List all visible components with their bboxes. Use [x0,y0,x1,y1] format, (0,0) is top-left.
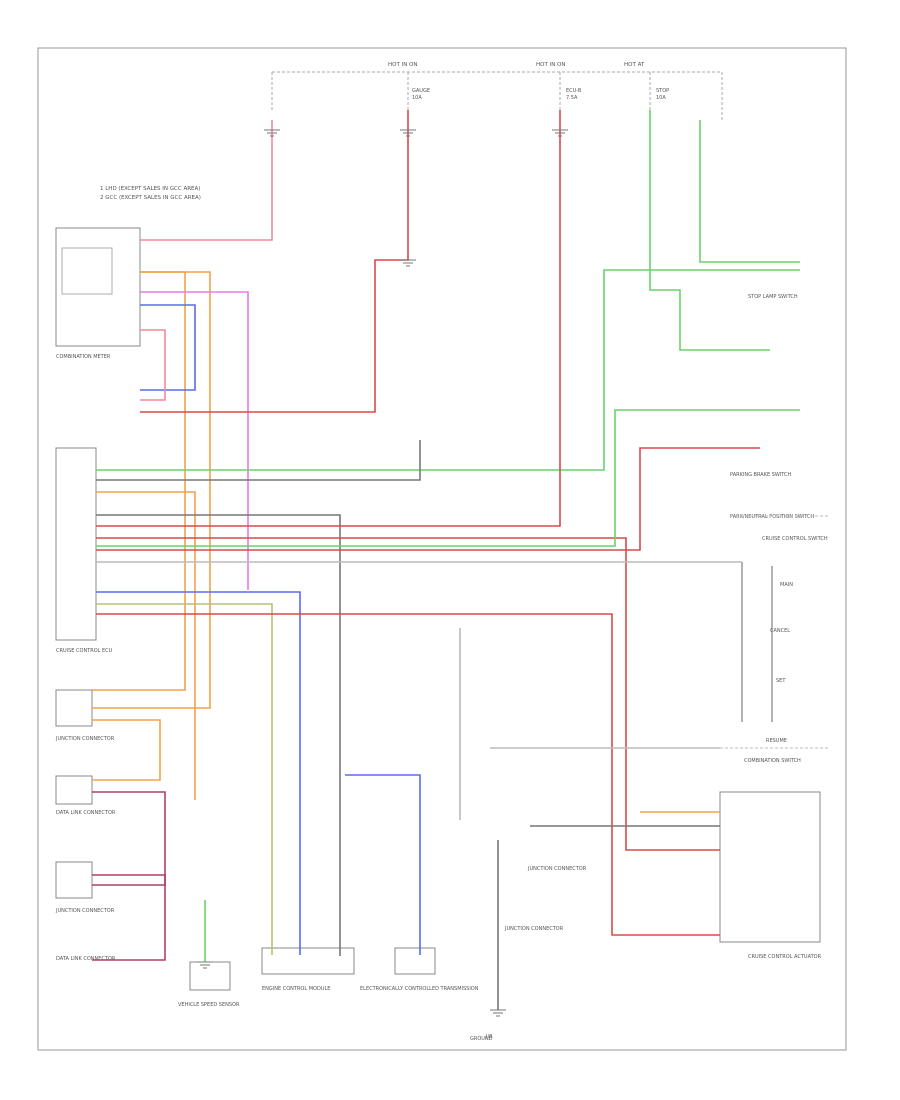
wire-red-11 [96,110,561,527]
junction-3-label: JUNCTION CONNECTOR [55,908,115,914]
wire-red-14 [96,447,760,551]
wire-pink-5 [140,329,166,401]
junction-4-label: JUNCTION CONNECTOR [527,866,587,872]
combination-switch-label: COMBINATION SWITCH [744,758,801,764]
wire-green-13 [96,409,800,547]
cruise-ecu-box [55,447,97,641]
actuator-box [719,791,821,943]
ground-right-label: J/B [485,1034,493,1040]
bus-label-1: HOT IN ON [388,62,418,68]
note-1: 1 LHD (EXCEPT SALES IN GCC AREA) [100,186,200,192]
fuse-rating-3: 10A [656,95,666,101]
fuse-label-3: STOP [656,88,669,94]
junction-1-label: JUNCTION CONNECTOR [55,736,115,742]
vehicle-speed-box [189,961,231,991]
bus-label-2: HOT IN ON [536,62,566,68]
wire-blue-23 [345,774,421,955]
meter-indicator-box [61,247,113,295]
vehicle-speed-label: VEHICLE SPEED SENSOR [178,1002,240,1008]
shift-lock-label: STOP LAMP SWITCH [748,294,798,300]
diagram-frame [37,47,847,1051]
wire-group [92,110,800,1010]
wire-orange-1 [92,271,211,709]
wire-orange-9 [96,491,196,800]
park-neutral-label: PARK/NEUTRAL POSITION SWITCH [730,514,814,520]
combination-meter-label: COMBINATION METER [56,354,111,360]
junction-3-box [55,861,93,899]
engine-ecu-label: ENGINE CONTROL MODULE [262,986,330,992]
wire-orange-2 [92,271,186,691]
wire-green-24 [649,110,770,351]
data-link-label: DATA LINK CONNECTOR [56,810,116,816]
fuse-rating-1: 10A [412,95,422,101]
wire-pink-0 [140,120,273,241]
actuator-label: CRUISE CONTROL ACTUATOR [748,954,822,960]
combination-meter-box [55,227,141,347]
wire-gray-8 [96,440,421,481]
main-switch-label: MAIN [780,582,793,588]
data-link-2-label: DATA LINK CONNECTOR [56,956,116,962]
wire-red-12 [96,537,720,851]
wire-green-7 [96,269,800,471]
fuse-label-1: GAUGE [412,88,430,94]
wire-violet-3 [140,291,249,590]
ground-icon [400,129,416,137]
parking-brake-label: PARKING BRAKE SWITCH [730,472,792,478]
wire-red-6 [140,110,409,413]
wire-green-25 [699,120,800,263]
engine-ecu-box [261,947,355,975]
cruise-switch-label: CRUISE CONTROL SWITCH [762,536,828,542]
cancel-switch-label: CANCEL [770,628,790,634]
fuse-rating-2: 7.5A [566,95,578,101]
transmission-box [394,947,436,975]
junction-1-box [55,689,93,727]
set-switch-label: SET [776,678,786,684]
ground-icon [264,129,280,137]
junction-5-label: JUNCTION CONNECTOR [504,926,564,932]
fuse-label-2: ECU-B [566,88,582,94]
cruise-ecu-label: CRUISE CONTROL ECU [56,648,113,654]
wire-maroon-21 [92,874,166,961]
transmission-label: ELECTRONICALLY CONTROLLED TRANSMISSION [360,986,479,992]
wire-red-18 [96,613,720,936]
ground-icon [490,1009,506,1017]
note-2: 2 GCC (EXCEPT SALES IN GCC AREA) [100,195,201,201]
wire-gray-10 [96,514,341,956]
ground-point-label: GROUND [470,1036,493,1042]
ground-group [197,129,568,1017]
bus-label-3: HOT AT [624,62,645,68]
ground-icon [197,961,213,969]
wire-maroon-20 [92,791,166,886]
ground-icon [552,129,568,137]
resume-label: RESUME [766,738,787,744]
ground-icon [400,259,416,267]
data-link-box [55,775,93,805]
wire-orange-19 [92,719,161,781]
wire-blue-16 [96,591,301,955]
wire-olive-17 [96,603,273,955]
wire-blue-4 [140,304,196,391]
